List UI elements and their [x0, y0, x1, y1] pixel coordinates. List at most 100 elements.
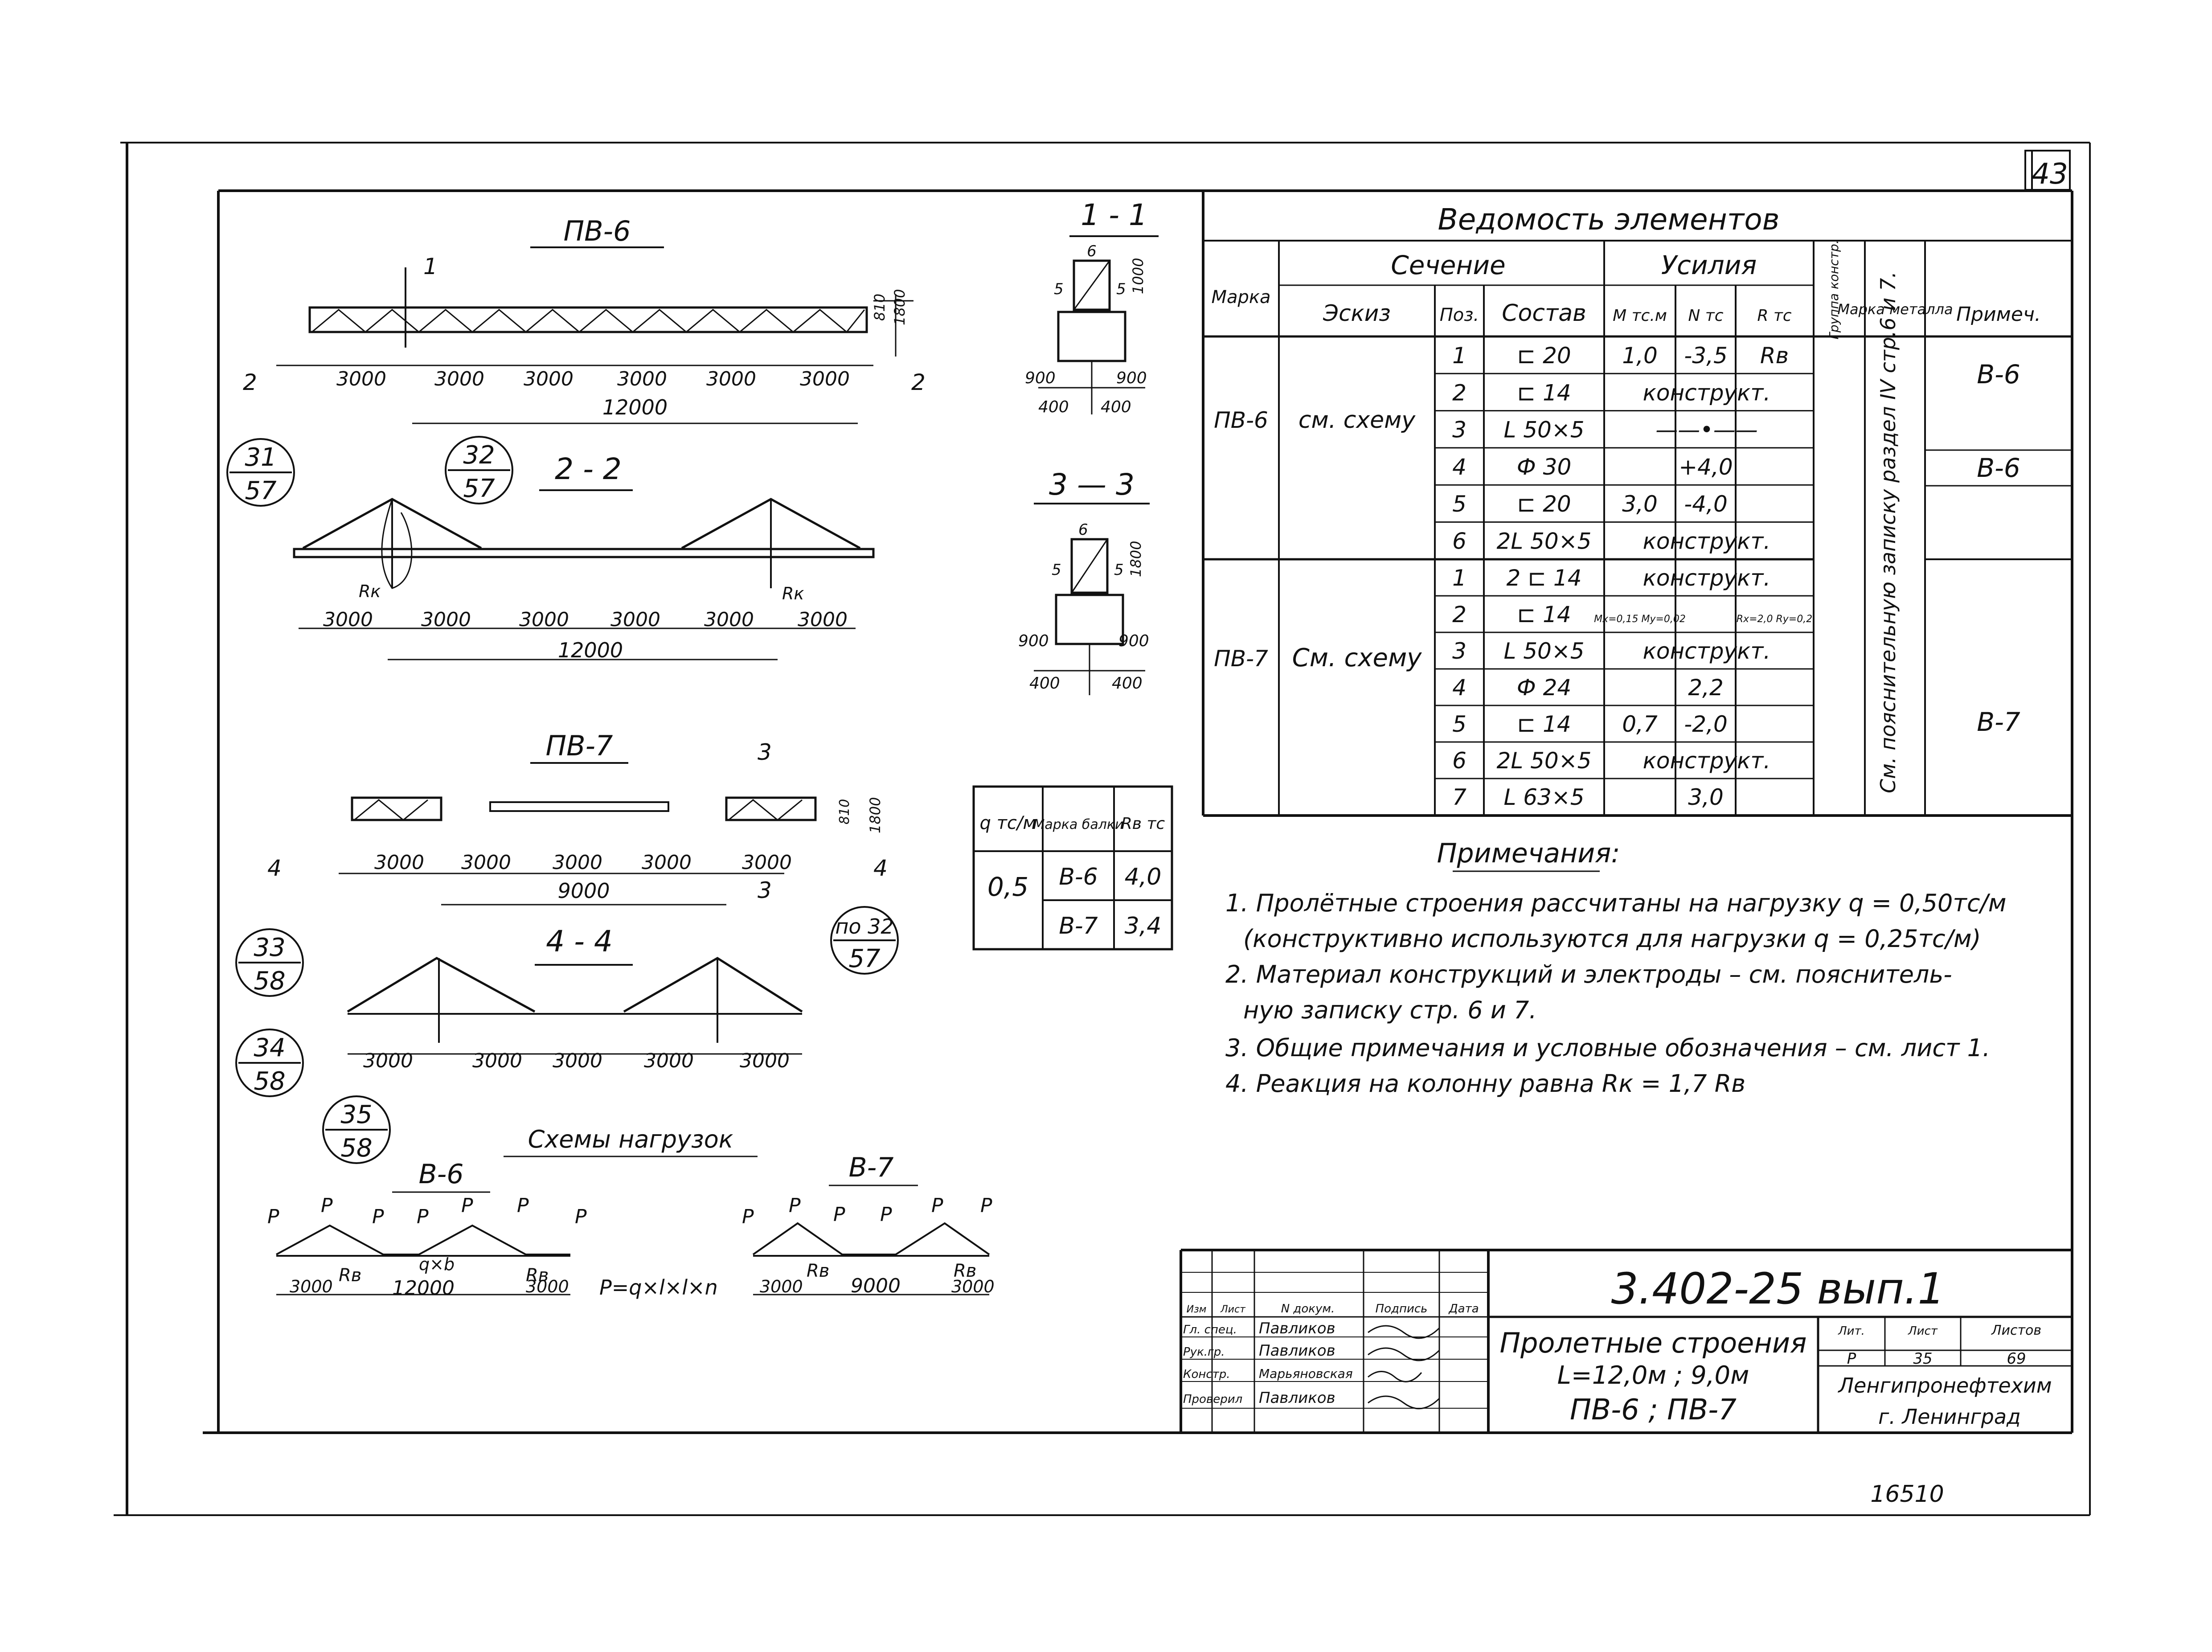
table-cell-pos: 1 [1452, 343, 1466, 369]
pv6-dim-3000-3: 3000 [524, 368, 573, 390]
s22-dim-3000-1: 3000 [323, 608, 373, 631]
tb-stage: Р [1847, 1350, 1856, 1368]
pv7-dim-1800: 1800 [867, 797, 884, 833]
elements-table: Ведомость элементов Марка Сечение Эскиз … [1202, 191, 2072, 817]
table-cell-comp: ⊏ 14 [1517, 380, 1571, 406]
s33-dim-5r: 5 [1114, 561, 1124, 579]
pv6-dim-12000: 12000 [602, 395, 668, 419]
tb-sheet: 35 [1913, 1350, 1932, 1368]
reaction-table: q тс/м Марка балки Rв тс 0,5 В-6 4,0 В-7… [972, 785, 1173, 951]
svg-text:57: 57 [245, 476, 277, 505]
col-forces: Усилия [1661, 250, 1757, 280]
table-cell-span: конструкт. [1643, 565, 1771, 591]
s33-dim-400r: 400 [1112, 674, 1143, 693]
s22-dim-3000-3: 3000 [519, 608, 569, 631]
table-cell-comp: ⊏ 20 [1517, 343, 1571, 369]
sheet-number: 43 [2032, 158, 2068, 191]
col-section: Сечение [1391, 250, 1505, 280]
s33-dim-900r: 900 [1118, 632, 1149, 650]
v6-p-4: P [417, 1205, 429, 1228]
v7-p-2: P [789, 1194, 801, 1217]
load-schemes-title: Схемы нагрузок [528, 1125, 733, 1153]
sheet-frame: 43 16510 [114, 142, 2091, 1516]
drawing-name-2: L=12,0м ; 9,0м [1557, 1361, 1749, 1390]
tb-head-date: Дата [1448, 1302, 1479, 1316]
cut-2-left: 2 [243, 369, 257, 395]
callout-po32-57: по 32 57 [830, 906, 899, 975]
cut-3-bottom: 3 [758, 877, 772, 903]
table-cell-comp: ⊏ 20 [1517, 491, 1571, 517]
group-pv6-sketch: см. схему [1299, 407, 1416, 434]
svg-text:по 32: по 32 [835, 914, 893, 939]
s44-dim-3000-4: 3000 [644, 1049, 694, 1072]
table-cell-comp: ⊏ 14 [1517, 602, 1571, 627]
v7-p-5: P [931, 1194, 943, 1217]
table-cell-m: Mx=0,15 My=0,02 [1594, 614, 1686, 625]
table-cell-pos: 6 [1452, 528, 1466, 554]
tb-name-2: Павликов [1259, 1342, 1335, 1360]
s22-dim-3000-5: 3000 [704, 608, 754, 631]
v7-dim-3000-r: 3000 [951, 1277, 995, 1296]
s11-dim-900l: 900 [1025, 369, 1056, 387]
table-cell-pos: 5 [1452, 711, 1466, 737]
v6-p-1: P [267, 1205, 279, 1228]
tb-head-doc: N докум. [1281, 1302, 1335, 1316]
note-pv6-1: В-6 [1977, 359, 2020, 389]
tb-stage-h: Лит. [1838, 1324, 1865, 1338]
v6-p-3: P [372, 1205, 384, 1228]
table-cell-pos: 5 [1452, 491, 1466, 517]
col-marka: Марка [1211, 287, 1270, 307]
callout-32-57: 32 57 [445, 436, 513, 504]
pv7-dim-3000-2: 3000 [461, 851, 511, 874]
tb-head-izm: Изм [1187, 1304, 1207, 1315]
tb-city: г. Ленинград [1878, 1405, 2021, 1429]
drawing-name-3: ПВ-6 ; ПВ-7 [1570, 1394, 1737, 1427]
section-2-2: 2 - 2 Rк Rк 3000 3000 3000 3000 3000 300… [293, 452, 875, 662]
group-pv7-sketch: См. схему [1292, 644, 1422, 672]
tb-name-4: Павликов [1259, 1389, 1335, 1407]
section-4-4-title: 4 - 4 [546, 924, 613, 959]
cut-1-label: 1 [423, 254, 438, 279]
drawing-code: 3.402-25 вып.1 [1611, 1264, 1945, 1314]
table-cell-comp: L 50×5 [1503, 417, 1584, 443]
table-cell-n: +4,0 [1679, 454, 1733, 480]
v7-dim-3000-l: 3000 [760, 1277, 803, 1296]
pv6-title: ПВ-6 [564, 215, 631, 247]
table-cell-pos: 6 [1452, 748, 1466, 774]
tb-role-2: Рук.гр. [1183, 1345, 1225, 1359]
table-cell-span: конструкт. [1643, 638, 1771, 664]
section-1-1: 1 - 1 6 5 5 1000 900 900 400 400 [1025, 198, 1159, 416]
s44-dim-3000-5: 3000 [740, 1049, 790, 1072]
pv6-elevation: ПВ-6 1 810 1800 3000 3000 3000 3000 3000… [243, 215, 926, 424]
svg-text:58: 58 [340, 1134, 372, 1163]
small-table-rv-2: 3,4 [1125, 913, 1162, 939]
table-cell-span: конструкт. [1643, 380, 1771, 406]
v6-rv-right: Rв [526, 1265, 549, 1286]
table-cell-pos: 2 [1452, 602, 1466, 627]
v6-p-6: P [517, 1194, 529, 1217]
table-cell-comp: L 63×5 [1503, 784, 1584, 810]
table-cell-n: -4,0 [1684, 491, 1728, 517]
v7-p-1: P [742, 1205, 754, 1228]
v7-rv-left: Rв [807, 1261, 829, 1281]
svg-text:35: 35 [340, 1100, 372, 1129]
table-cell-pos: 4 [1452, 454, 1466, 480]
svg-text:33: 33 [254, 933, 285, 962]
col-group: Группа констр. [1827, 240, 1841, 339]
callout-31-57: 31 57 [226, 438, 295, 507]
col-sketch: Эскиз [1323, 300, 1391, 326]
v7-p-4: P [880, 1203, 892, 1226]
elements-table-title: Ведомость элементов [1438, 202, 1780, 237]
pv6-dim-3000-6: 3000 [800, 368, 850, 390]
v6-qxb: q×b [419, 1254, 455, 1274]
section-4-4: 4 - 4 3000 3000 3000 3000 3000 [347, 924, 803, 1072]
v7-p-6: P [980, 1194, 992, 1217]
steel-note: См. пояснительную записку раздел IV стр.… [1876, 271, 1900, 793]
table-cell-comp: Ф 24 [1517, 675, 1572, 701]
note-pv6-2: В-6 [1977, 453, 2020, 483]
small-table-q-value: 0,5 [987, 872, 1028, 902]
small-table-beam-1: В-6 [1059, 864, 1098, 890]
tb-role-4: Проверил [1183, 1393, 1242, 1406]
small-table-h-q: q тс/м [979, 813, 1036, 833]
